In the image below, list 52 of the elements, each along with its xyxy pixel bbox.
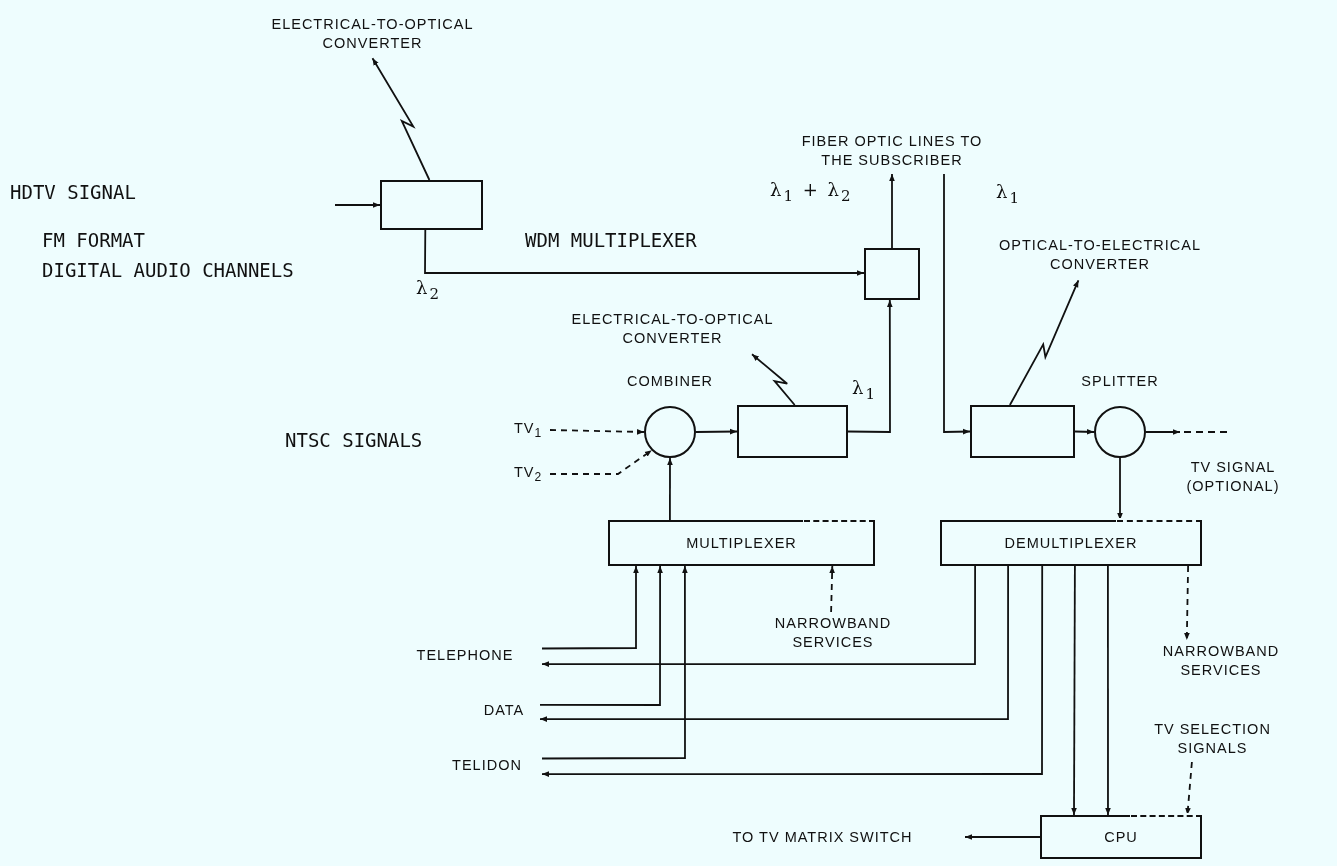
arrow (541, 565, 688, 760)
arrow (549, 429, 645, 435)
arrow (667, 457, 673, 521)
arrow (549, 449, 653, 475)
converter-box (864, 248, 920, 300)
leader-line (1009, 279, 1080, 406)
arrow (1117, 457, 1123, 521)
arrow (829, 565, 835, 613)
arrow (1074, 429, 1095, 435)
arrow (943, 173, 971, 435)
process-box (1040, 815, 1202, 859)
arrow (539, 565, 663, 706)
converter-box (970, 405, 1075, 458)
text-label: FIBER OPTIC LINES TO THE SUBSCRIBER (792, 132, 992, 170)
leader-line (371, 57, 431, 181)
text-label: TELEPHONE (416, 645, 514, 665)
text-label: ELECTRICAL-TO-OPTICAL CONVERTER (240, 15, 505, 53)
arrow (847, 299, 893, 433)
arrow (541, 565, 639, 650)
process-box (940, 520, 1202, 566)
text-label: NARROWBAND SERVICES (1126, 642, 1316, 680)
circle-node (1094, 406, 1146, 458)
arrow (539, 565, 1009, 722)
text-label: TV SELECTION SIGNALS (1130, 720, 1295, 758)
text-label: OPTICAL-TO-ELECTRICAL CONVERTER (965, 236, 1235, 274)
text-label: DATA (483, 700, 525, 720)
box-label: DEMULTIPLEXER (1004, 533, 1138, 553)
process-box (608, 520, 875, 566)
circle-node (644, 406, 696, 458)
box-label: MULTIPLEXER (686, 533, 797, 553)
arrow (695, 428, 738, 435)
arrow (964, 834, 1041, 840)
arrow (1071, 565, 1077, 816)
leader-line (751, 353, 796, 406)
text-label: TELIDON (452, 755, 522, 775)
text-label: ELECTRICAL-TO-OPTICAL CONVERTER (540, 310, 805, 348)
arrow (424, 229, 865, 276)
text-label: TV$_{1}$ (513, 418, 543, 442)
arrow (889, 173, 895, 249)
arrow (541, 565, 1044, 777)
text-label: NARROWBAND SERVICES (738, 614, 928, 652)
arrow (1184, 565, 1190, 641)
box-label: CPU (1104, 827, 1138, 847)
arrow (334, 202, 381, 208)
arrow (541, 565, 976, 667)
arrow (1145, 429, 1181, 435)
arrow (1105, 565, 1111, 816)
arrow (1185, 761, 1193, 816)
converter-box (380, 180, 483, 230)
text-label: TO TV MATRIX SWITCH (732, 827, 913, 847)
text-label: TV$_{2}$ (513, 462, 543, 486)
converter-box (737, 405, 848, 458)
